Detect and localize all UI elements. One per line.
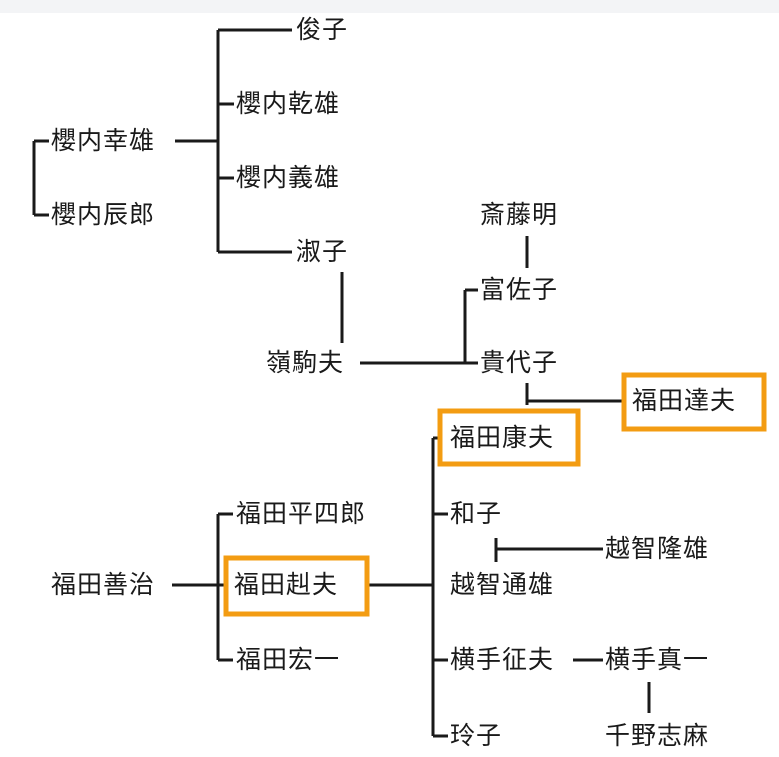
- person-sakurauchi-tatsuro: 櫻内辰郎: [51, 200, 156, 229]
- person-kazuko: 和子: [450, 499, 503, 528]
- highlight-box: [223, 555, 370, 617]
- person-yokote-yukio: 横手征夫: [450, 645, 555, 674]
- person-fukuda-heishiro: 福田平四郎: [236, 499, 367, 528]
- top-bar: [0, 0, 779, 13]
- person-kiyoko: 貴代子: [480, 348, 559, 377]
- highlight-box: [437, 408, 581, 467]
- person-fukuda-tatsuo: 福田達夫: [632, 386, 737, 415]
- person-fusako: 富佐子: [480, 275, 559, 304]
- person-yokote-shinichi: 横手真一: [605, 645, 710, 674]
- person-fukuda-zenji: 福田善治: [51, 570, 156, 599]
- person-chino-shima: 千野志麻: [605, 721, 710, 750]
- person-saito-akira: 斎藤明: [480, 200, 559, 229]
- person-fukuda-hiroichi: 福田宏一: [236, 645, 341, 674]
- person-fukuda-takeo: 福田赳夫: [234, 570, 339, 599]
- person-ryo-komao: 嶺駒夫: [266, 348, 345, 377]
- person-sakurauchi-kenyu: 櫻内乾雄: [236, 89, 341, 118]
- person-sakurauchi-yoshio: 櫻内義雄: [236, 163, 341, 192]
- person-ochi-takao: 越智隆雄: [605, 534, 710, 563]
- person-yoshiko: 淑子: [296, 237, 349, 266]
- person-ochi-michio: 越智通雄: [450, 570, 555, 599]
- highlight-box: [621, 372, 767, 432]
- person-sakurauchi-koyu: 櫻内幸雄: [51, 126, 156, 155]
- person-toshiko: 俊子: [296, 15, 349, 44]
- person-fukuda-yasuo: 福田康夫: [450, 423, 555, 452]
- person-reiko: 玲子: [450, 721, 503, 750]
